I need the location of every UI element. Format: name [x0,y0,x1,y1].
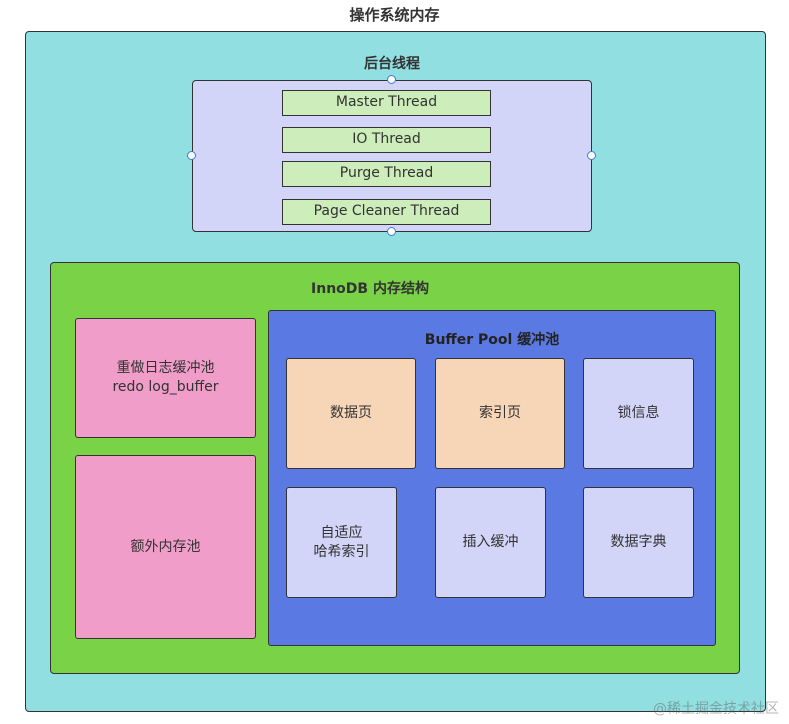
redo-log-buffer-label-en: redo log_buffer [112,379,219,395]
extra-memory-pool-block: 额外内存池 [75,455,256,639]
index-page-cell: 索引页 [435,358,565,469]
adaptive-hash-label-line2: 哈希索引 [313,543,370,560]
innodb-memory-title: InnoDB 内存结构 [311,281,429,297]
redo-log-buffer-label-cn: 重做日志缓冲池 [116,360,215,376]
extra-memory-pool-label: 额外内存池 [130,538,201,555]
watermark: @稀土掘金技术社区 [653,701,779,717]
data-page-label: 数据页 [330,405,372,421]
adaptive-hash-index-cell: 自适应 哈希索引 [286,487,397,598]
buffer-pool-title: Buffer Pool 缓冲池 [424,332,560,348]
thread-purge: Purge Thread [282,161,491,187]
background-threads-title: 后台线程 [364,56,420,72]
thread-io: IO Thread [282,127,491,153]
insert-buffer-label: 插入缓冲 [462,534,519,550]
resize-handle-right[interactable] [587,151,596,160]
thread-page-cleaner: Page Cleaner Thread [282,199,491,225]
resize-handle-left[interactable] [187,151,196,160]
data-page-cell: 数据页 [286,358,416,469]
resize-handle-top[interactable] [387,75,396,84]
insert-buffer-cell: 插入缓冲 [435,487,546,598]
data-dictionary-cell: 数据字典 [583,487,694,598]
os-memory-title: 操作系统内存 [349,6,440,24]
adaptive-hash-label-line1: 自适应 [320,524,363,541]
lock-info-cell: 锁信息 [583,358,694,469]
redo-log-buffer-block: 重做日志缓冲池 redo log_buffer [75,318,256,438]
thread-master: Master Thread [282,90,491,116]
data-dictionary-label: 数据字典 [610,534,667,550]
resize-handle-bottom[interactable] [387,227,396,236]
lock-info-label: 锁信息 [617,405,660,421]
index-page-label: 索引页 [479,405,521,421]
